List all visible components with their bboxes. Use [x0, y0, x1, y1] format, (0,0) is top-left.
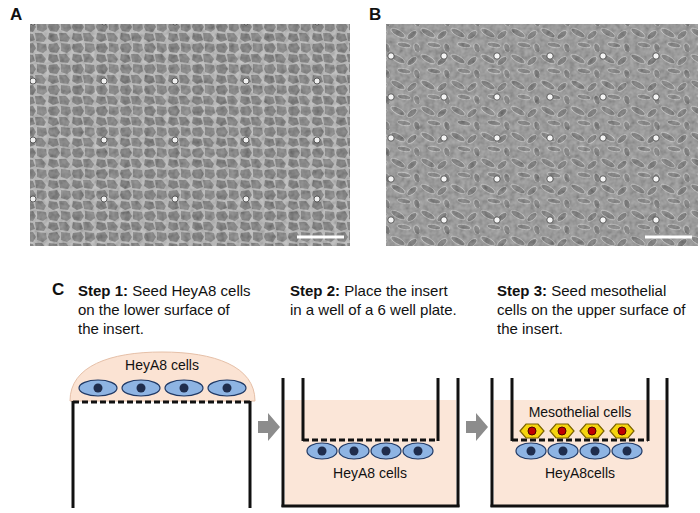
cell-label: HeyA8cells — [545, 465, 615, 481]
micrograph-texture — [30, 24, 350, 246]
step-text-group: Step 3:Seed mesothelial cells on the upp… — [497, 281, 695, 338]
block-arrow — [466, 413, 488, 441]
cell-label: HeyA8 cells — [125, 357, 199, 373]
step-number: Step 1: — [78, 282, 128, 299]
scale-bar — [297, 236, 344, 239]
panel-letter-group: A — [10, 5, 22, 25]
well-wall — [282, 378, 285, 507]
step-text-group: Step 1:Seed HeyA8 cells on the lower sur… — [78, 281, 254, 338]
insert-wall — [511, 378, 514, 441]
block-arrow — [258, 413, 280, 441]
cell-label: HeyA8 cells — [333, 465, 407, 481]
insert-wall — [249, 401, 252, 508]
scale-bar — [645, 236, 692, 239]
micrograph-spots — [386, 24, 698, 246]
culture-medium — [494, 400, 665, 505]
micrograph-spots — [30, 24, 350, 246]
insert-membrane — [303, 439, 438, 442]
insert-wall — [437, 378, 440, 441]
panel-letter: B — [369, 5, 381, 24]
step-number: Step 2: — [290, 282, 340, 299]
step3-illustration — [491, 378, 669, 507]
culture-medium — [285, 400, 456, 505]
micrograph — [30, 24, 350, 246]
heya8-cells — [79, 380, 246, 396]
well-wall — [491, 378, 494, 507]
insert-membrane — [73, 401, 250, 404]
cell-label-group: Mesothelial cells — [529, 404, 632, 421]
panel-letter-group: B — [369, 5, 381, 25]
well-bottom — [491, 505, 669, 508]
well-wall — [457, 378, 460, 507]
micrograph-image — [386, 24, 698, 246]
micrograph — [386, 24, 698, 246]
cell-label-group: HeyA8 cells — [333, 465, 407, 482]
heya8-cells — [516, 443, 642, 459]
micrograph-image — [30, 24, 350, 246]
insert-wall — [302, 378, 305, 441]
micrograph-texture — [386, 24, 698, 246]
mesothelial-cells — [520, 424, 634, 438]
step-text-group: Step 2:Place the insert in a well of a 6… — [290, 281, 460, 319]
step2-illustration — [282, 378, 460, 507]
insert-membrane — [512, 439, 648, 442]
insert-wall — [72, 401, 75, 508]
step1-illustration — [70, 352, 255, 508]
heya8-cells — [307, 443, 433, 459]
insert-wall — [647, 378, 650, 441]
medium-droplet — [70, 352, 255, 401]
panel-letter: A — [10, 5, 22, 24]
panel-letter-group: C — [52, 280, 64, 300]
well-bottom — [282, 505, 460, 508]
panel-letter: C — [52, 280, 64, 299]
step-number: Step 3: — [497, 282, 547, 299]
well-wall — [666, 378, 669, 507]
cell-label: Mesothelial cells — [529, 404, 632, 420]
cell-label-group: HeyA8cells — [545, 465, 615, 482]
cell-label-group: HeyA8 cells — [125, 357, 199, 374]
